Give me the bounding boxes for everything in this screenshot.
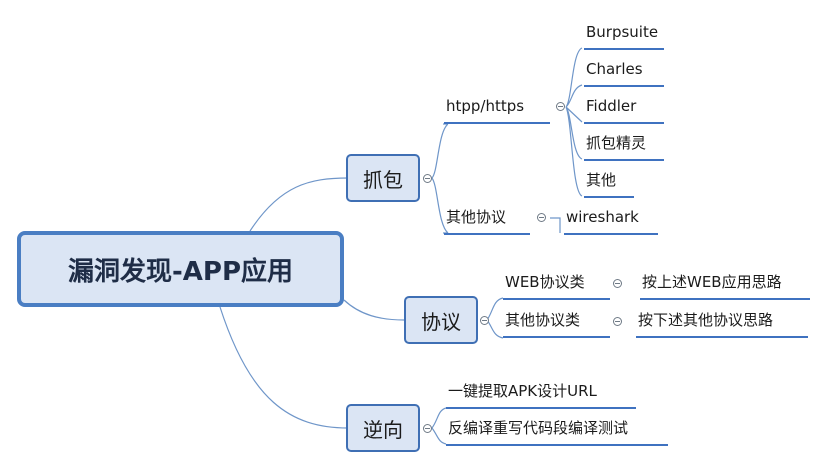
connector-root-protocol xyxy=(343,299,405,321)
collapse-icon[interactable] xyxy=(613,279,622,288)
collapse-icon[interactable] xyxy=(613,317,622,326)
connector-reverse-group xyxy=(431,407,447,445)
connector-capture-group xyxy=(431,123,449,234)
branch-capture[interactable]: 抓包 xyxy=(346,154,420,202)
leaf-other[interactable]: 其他 xyxy=(584,171,634,198)
leaf-other-approach[interactable]: 按下述其他协议思路 xyxy=(636,311,808,338)
branch-reverse[interactable]: 逆向 xyxy=(346,404,420,452)
group-other-protocol-type[interactable]: 其他协议类 xyxy=(503,311,610,338)
leaf-extract-apk-url[interactable]: 一键提取APK设计URL xyxy=(446,382,636,409)
leaf-decompile-rewrite[interactable]: 反编译重写代码段编译测试 xyxy=(446,419,668,446)
connector-protocol-group xyxy=(486,297,504,339)
collapse-icon[interactable] xyxy=(556,102,565,111)
leaf-web-approach[interactable]: 按上述WEB应用思路 xyxy=(640,273,810,300)
leaf-wireshark[interactable]: wireshark xyxy=(564,208,658,235)
connector-root-capture xyxy=(249,177,349,232)
collapse-icon[interactable] xyxy=(423,424,432,433)
collapse-icon[interactable] xyxy=(423,174,432,183)
leaf-burpsuite[interactable]: Burpsuite xyxy=(584,23,664,50)
leaf-fiddler[interactable]: Fiddler xyxy=(584,97,664,124)
group-http-https[interactable]: htpp/https xyxy=(444,97,550,124)
leaf-charles[interactable]: Charles xyxy=(584,60,664,87)
group-other-protocols[interactable]: 其他协议 xyxy=(444,208,530,235)
connector-root-reverse xyxy=(219,306,349,429)
group-web-protocol[interactable]: WEB协议类 xyxy=(503,273,610,300)
connector-http-items xyxy=(565,47,583,197)
branch-protocol[interactable]: 协议 xyxy=(404,296,478,344)
collapse-icon[interactable] xyxy=(480,316,489,325)
connector-other-protocol-item xyxy=(550,217,561,233)
root-node[interactable]: 漏洞发现-APP应用 xyxy=(17,231,344,307)
collapse-icon[interactable] xyxy=(537,213,546,222)
leaf-packet-spirit[interactable]: 抓包精灵 xyxy=(584,134,664,161)
